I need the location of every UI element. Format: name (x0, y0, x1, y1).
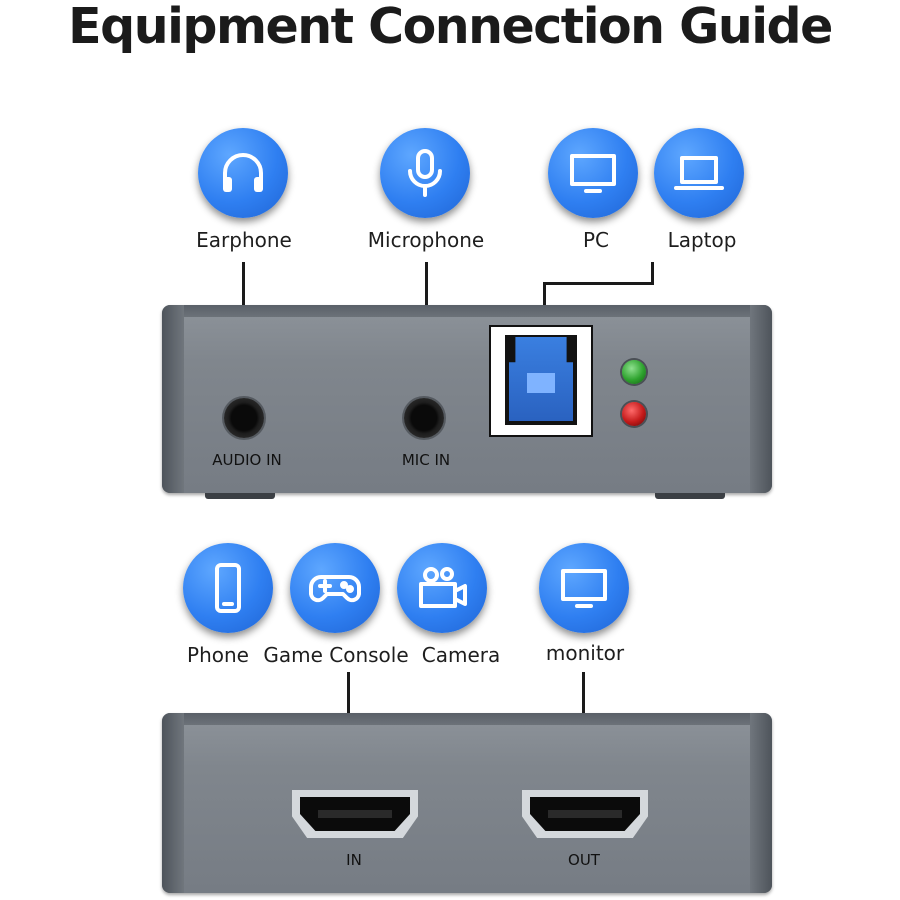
status-led-green (622, 360, 646, 384)
usb-tongue (527, 373, 555, 393)
hdmi-in-tongue (318, 810, 392, 818)
capture-device-front (162, 713, 772, 893)
monitor-icon (548, 128, 638, 218)
microphone-label: Microphone (367, 228, 485, 252)
game-console-label: Game Console (263, 643, 409, 667)
phone-label: Phone (187, 643, 249, 667)
audio-in-jack[interactable] (224, 398, 264, 438)
laptop-wire-v (651, 262, 654, 284)
hdmi-in-label: IN (346, 851, 362, 869)
gamepad-icon (290, 543, 380, 633)
usb-wire-v (543, 282, 546, 326)
video-camera-icon (397, 543, 487, 633)
pc-label: PC (582, 228, 610, 252)
hdmi-out-label: OUT (568, 851, 600, 869)
usb-b-port[interactable] (489, 325, 593, 437)
monitor-icon (539, 543, 629, 633)
status-led-red (622, 402, 646, 426)
smartphone-icon (183, 543, 273, 633)
monitor-label: monitor (545, 641, 625, 665)
audio-in-label: AUDIO IN (212, 451, 282, 469)
earphone-label: Earphone (196, 228, 292, 252)
camera-label: Camera (421, 643, 501, 667)
microphone-icon (380, 128, 470, 218)
page-title: Equipment Connection Guide (68, 0, 833, 55)
device-foot (655, 493, 725, 499)
laptop-label: Laptop (667, 228, 737, 252)
device-foot (205, 493, 275, 499)
capture-device-rear (162, 305, 772, 493)
laptop-icon (654, 128, 744, 218)
mic-in-jack[interactable] (404, 398, 444, 438)
hdmi-out-tongue (548, 810, 622, 818)
mic-in-label: MIC IN (401, 451, 451, 469)
headphones-icon (198, 128, 288, 218)
laptop-wire-h (543, 282, 654, 285)
